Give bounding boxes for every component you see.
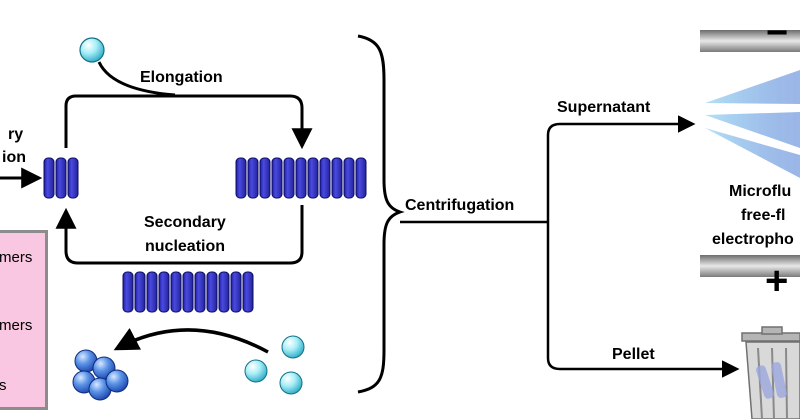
fibril-segment [271,157,283,199]
fibril-segment [331,157,343,199]
elongation-arrow [64,94,313,150]
pellet-arrow [546,222,740,378]
fibril-segment [307,157,319,199]
oligomer-cluster [72,349,129,401]
fibril-segment [182,271,194,313]
fibril-segment [122,271,134,313]
fibril-segment [259,157,271,199]
fibril-segment [146,271,158,313]
secondary-nucleation-label-2: nucleation [145,238,226,255]
centrifugation-label: Centrifugation [405,197,515,214]
primary-nucleation-label-1: ry [8,126,24,143]
grouping-brace [357,34,405,394]
fibril-segment [134,271,146,313]
fibril-segment [355,157,367,199]
negative-electrode [700,30,800,52]
species-legend: mers mers s [0,230,48,410]
elongation-curve [97,61,176,97]
fibril-segment [158,271,170,313]
device-label-3: electropho [712,231,794,248]
positive-electrode [700,255,800,277]
fibril-segment [283,157,295,199]
elongation-label: Elongation [140,69,223,86]
legend-item: s [0,377,7,394]
supernatant-label: Supernatant [557,99,651,116]
fibril-long [235,157,367,199]
primary-nucleation-label-2: ion [2,149,26,166]
plus-sign: + [765,259,789,303]
device-label-2: free-fl [741,207,786,224]
trash-bin-icon [741,326,800,419]
fibril-segment [206,271,218,313]
fibril-segment [235,157,247,199]
fibril-segment [218,271,230,313]
device-label-1: Microflu [729,183,792,200]
secondary-nucleation-label-1: Secondary [144,214,226,231]
fibril-segment [194,271,206,313]
fibril-segment [242,271,254,313]
fibril-segment [343,157,355,199]
fibril-small [43,157,79,199]
secondary-nucleation-arrow [55,205,304,265]
fibril-lower [122,271,254,313]
supernatant-arrow [546,115,696,222]
pellet-label: Pellet [612,346,655,363]
oligomer-formation-arrow [113,328,269,354]
legend-item: mers [0,317,33,334]
fibril-segment [319,157,331,199]
minus-sign: − [766,12,789,54]
monomer-top [79,37,105,63]
separation-beams [705,70,800,178]
fibril-segment [295,157,307,199]
fibril-segment [230,271,242,313]
fibril-segment [247,157,259,199]
legend-item: mers [0,249,33,266]
monomer-cluster [244,335,305,395]
fibril-segment [170,271,182,313]
